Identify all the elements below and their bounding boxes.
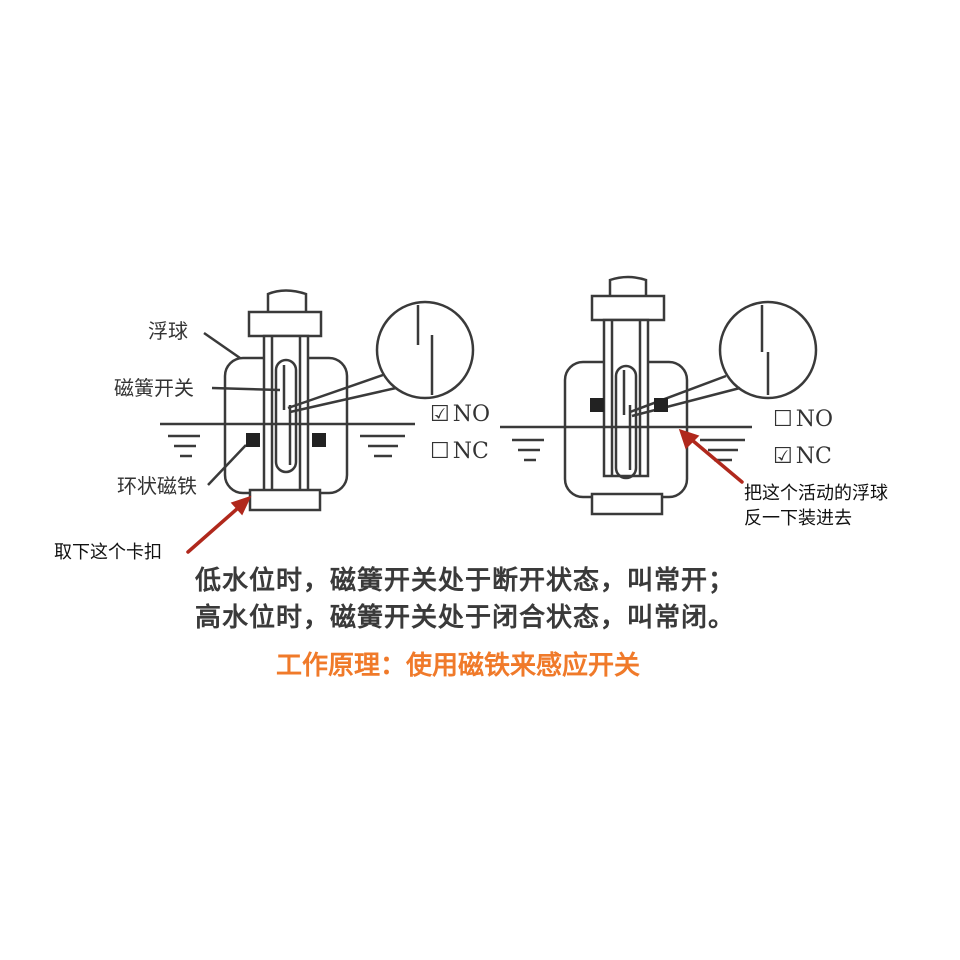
right-magnet-right (654, 398, 668, 412)
description-line-2: 高水位时，磁簧开关处于闭合状态，叫常闭。 (195, 603, 736, 633)
float-label: 浮球 (148, 319, 188, 343)
right-no-option: ☐ NO (773, 409, 833, 431)
flip-float-note: 把这个活动的浮球 反一下装进去 (744, 481, 888, 531)
working-principle: 工作原理：使用磁铁来感应开关 (276, 651, 641, 681)
left-no-option: ☑ NO (430, 404, 490, 426)
flip-float-note-line2: 反一下装进去 (744, 508, 852, 530)
reed-switch-label: 磁簧开关 (114, 376, 194, 400)
empty-box-icon: ☐ (430, 439, 450, 464)
checked-box-icon: ☑ (773, 444, 793, 469)
empty-box-icon: ☐ (773, 407, 793, 432)
left-float-switch (160, 289, 475, 512)
checked-box-icon: ☑ (430, 402, 450, 427)
nc-label: NC (452, 439, 489, 464)
description-line-1: 低水位时，磁簧开关处于断开状态，叫常开； (195, 566, 736, 596)
remove-clip-note: 取下这个卡扣 (54, 542, 162, 563)
right-float-switch (500, 275, 818, 516)
left-magnet-left (246, 433, 260, 447)
right-magnet-left (590, 398, 604, 412)
left-nc-option: ☐ NC (430, 441, 489, 463)
ring-magnet-label: 环状磁铁 (117, 474, 197, 498)
no-label: NO (452, 402, 491, 427)
nc-label: NC (795, 444, 832, 469)
left-magnet-right (312, 433, 326, 447)
red-arrows (186, 428, 744, 554)
right-nc-option: ☑ NC (773, 446, 832, 468)
no-label: NO (795, 407, 834, 432)
flip-float-note-line1: 把这个活动的浮球 (744, 483, 888, 504)
